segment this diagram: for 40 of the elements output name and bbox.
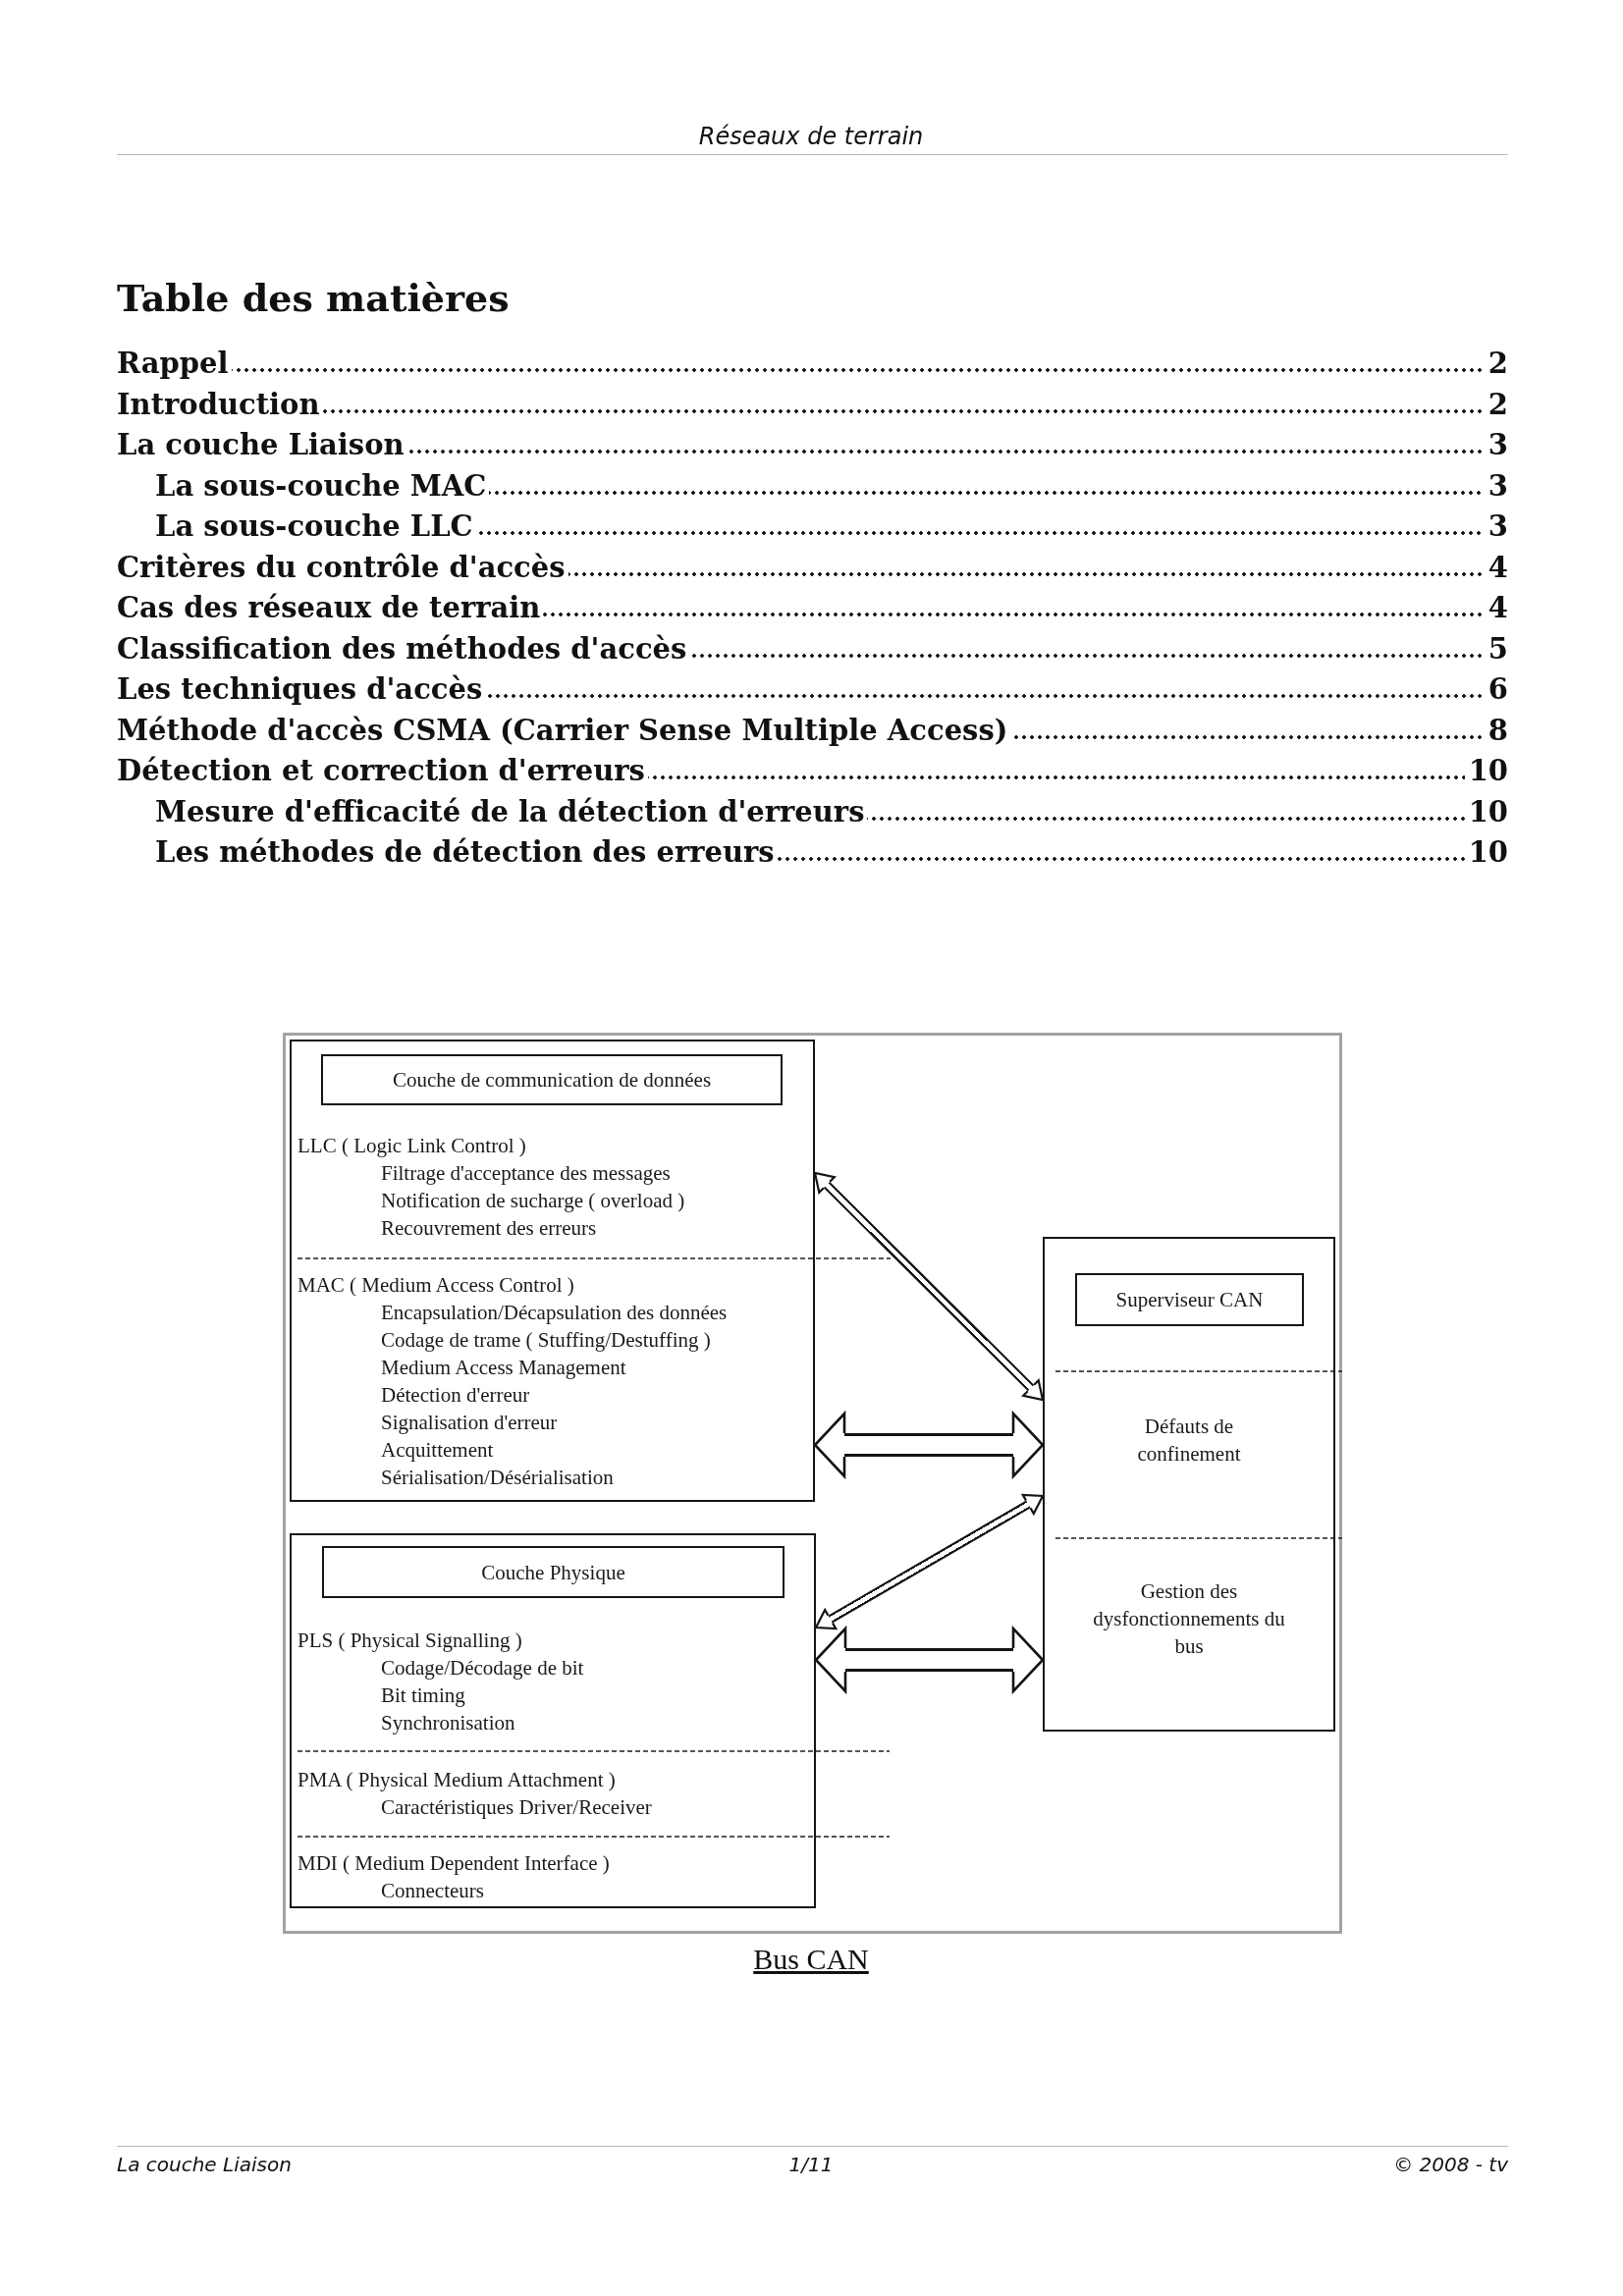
sublayer-heading: PLS ( Physical Signalling ) bbox=[298, 1628, 522, 1654]
double-arrow bbox=[813, 1492, 1046, 1631]
running-header: Réseaux de terrain bbox=[698, 122, 924, 151]
function-label: Gestion des dysfonctionnements du bus bbox=[1092, 1578, 1286, 1660]
sublayer-heading: PMA ( Physical Medium Attachment ) bbox=[298, 1767, 616, 1793]
page-number: 1/11 bbox=[788, 2152, 834, 2177]
function-item: Recouvrement des erreurs bbox=[381, 1215, 597, 1242]
footer-title: La couche Liaison bbox=[117, 2152, 292, 2177]
sublayer-heading: MAC ( Medium Access Control ) bbox=[298, 1272, 574, 1299]
function-item: Détection d'erreur bbox=[381, 1382, 530, 1409]
function-item: Medium Access Management bbox=[381, 1355, 626, 1381]
function-item: Notification de sucharge ( overload ) bbox=[381, 1188, 685, 1214]
function-item: Caractéristiques Driver/Receiver bbox=[381, 1794, 652, 1821]
sublayer-heading: LLC ( Logic Link Control ) bbox=[298, 1133, 526, 1159]
title-box bbox=[1075, 1273, 1304, 1326]
function-item: Acquittement bbox=[381, 1437, 494, 1464]
copyright-notice: © 2008 - tv bbox=[1393, 2152, 1508, 2177]
layer-box bbox=[290, 1533, 816, 1908]
toc-heading: Table des matières bbox=[117, 275, 510, 322]
double-arrow bbox=[814, 1627, 1045, 1693]
double-arrow bbox=[813, 1412, 1045, 1478]
supervisor-box bbox=[1043, 1237, 1335, 1732]
function-item: Sérialisation/Désérialisation bbox=[381, 1465, 614, 1491]
function-item: Connecteurs bbox=[381, 1878, 484, 1904]
title-box bbox=[322, 1546, 784, 1598]
layer-title: Couche Physique bbox=[481, 1559, 625, 1586]
function-item: Encapsulation/Décapsulation des données bbox=[381, 1300, 728, 1326]
function-item: Bit timing bbox=[381, 1682, 465, 1709]
function-item: Filtrage d'acceptance des messages bbox=[381, 1160, 671, 1187]
function-item: Signalisation d'erreur bbox=[381, 1410, 558, 1436]
sublayer-heading: MDI ( Medium Dependent Interface ) bbox=[298, 1850, 610, 1877]
function-item: Synchronisation bbox=[381, 1710, 515, 1736]
figure-caption: Bus CAN bbox=[753, 1942, 869, 1977]
title-box bbox=[321, 1054, 783, 1105]
function-item: Codage de trame ( Stuffing/Destuffing ) bbox=[381, 1327, 711, 1354]
layer-box bbox=[290, 1040, 815, 1502]
layer-title: Superviseur CAN bbox=[1115, 1287, 1264, 1313]
layer-title: Couche de communication de données bbox=[392, 1067, 712, 1094]
function-label: Défauts de confinement bbox=[1136, 1414, 1242, 1468]
function-item: Codage/Décodage de bit bbox=[381, 1655, 584, 1682]
